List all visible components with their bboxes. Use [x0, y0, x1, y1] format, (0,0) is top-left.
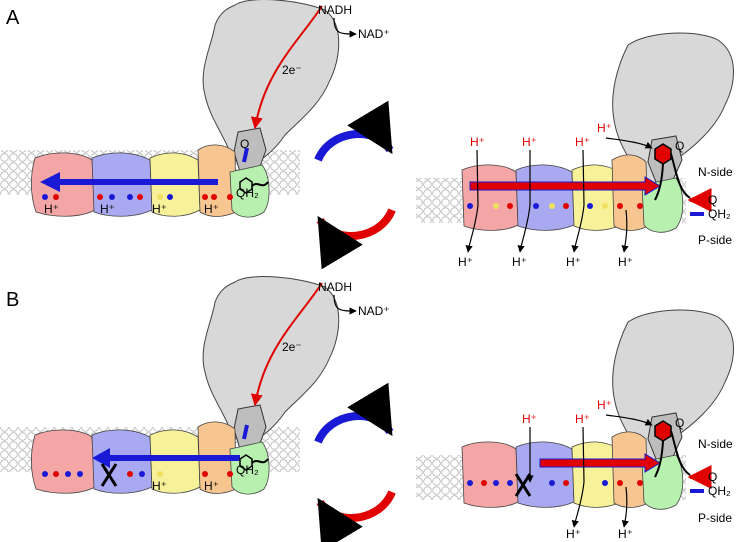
quinone-tail [251, 458, 269, 464]
residue-dots [42, 194, 233, 200]
hydrophilic-arm [202, 0, 340, 166]
cycle-arrows-icon [314, 100, 396, 270]
conformational-wave-arrow [539, 453, 661, 473]
panel-b: B NADH NAD⁺ 2e⁻ QH₂ [0, 276, 734, 542]
nadh-label: NADH [318, 3, 352, 17]
qh2-legend: QH₂ [708, 207, 731, 221]
conformational-wave-arrow [469, 176, 661, 196]
subunit-proton-1: H⁺ [152, 479, 167, 493]
bottom-proton-2: H⁺ [512, 255, 527, 269]
top-proton-3: H⁺ [575, 135, 590, 149]
quinone-tail [654, 153, 691, 201]
panel-letter-b: B [6, 289, 19, 311]
block-x-icon [100, 463, 118, 487]
quinone-hexagon-icon [239, 177, 253, 194]
p-side-label: P-side [698, 233, 732, 247]
electrons-label: 2e⁻ [282, 63, 302, 77]
residue-dots [467, 203, 643, 209]
quinone-tail [251, 181, 269, 187]
subunit-blue [515, 164, 575, 231]
quinone-hexagon-icon [654, 420, 672, 442]
proton-pathways [526, 414, 653, 528]
top-proton-3: H⁺ [597, 398, 612, 412]
conformational-wave-arrow [92, 448, 240, 468]
nad-label: NAD⁺ [358, 304, 390, 318]
electron-transfer-arrow [250, 5, 323, 130]
q-legend: Q [708, 193, 717, 207]
subunit-pink [461, 441, 519, 508]
q-label: Q [240, 137, 249, 151]
bottom-proton-3: H⁺ [566, 255, 581, 269]
p-side-label: P-side [698, 511, 732, 525]
quinone-hexagon-icon [654, 143, 672, 165]
electron-transfer-arrow [250, 282, 323, 407]
subunit-proton-4: H⁺ [204, 202, 219, 216]
nadh-label: NADH [318, 280, 352, 294]
nadh-oxidation-arrow [333, 17, 357, 38]
quinone-tail [654, 430, 691, 478]
subunit-pink [30, 429, 96, 494]
bottom-proton-4: H⁺ [618, 255, 633, 269]
proton-pathways [465, 137, 653, 253]
panel-letter-a: A [6, 7, 20, 29]
left-module-a: NADH NAD⁺ 2e⁻ Q QH₂ H⁺ H⁺ H⁺ H⁺ [0, 0, 390, 218]
residue-dots [467, 480, 643, 486]
subunit-proton-3: H⁺ [152, 202, 167, 216]
top-proton-2: H⁺ [522, 135, 537, 149]
nad-label: NAD⁺ [358, 27, 390, 41]
q-label: Q [675, 416, 684, 430]
subunit-proton-2: H⁺ [100, 202, 115, 216]
left-module-b: NADH NAD⁺ 2e⁻ QH₂ H⁺ H⁺ [0, 276, 390, 495]
residue-dots [42, 471, 233, 477]
top-proton-4: H⁺ [597, 121, 612, 135]
qh2-legend: QH₂ [708, 484, 731, 498]
cycle-arrows-icon [314, 382, 396, 542]
quinone-hexagon-icon [239, 454, 253, 471]
subunit-pink [461, 164, 519, 231]
subunit-proton-1: H⁺ [44, 202, 59, 216]
nadh-oxidation-arrow [333, 294, 357, 315]
n-side-label: N-side [698, 437, 733, 451]
conformational-wave-arrow [40, 172, 218, 192]
n-side-label: N-side [698, 165, 733, 179]
top-proton-2: H⁺ [575, 412, 590, 426]
right-module-b: Q H⁺ H⁺ H⁺ H⁺ H⁺ [416, 309, 734, 541]
electrons-label: 2e⁻ [282, 340, 302, 354]
q-label: Q [675, 139, 684, 153]
right-module-a: Q H⁺ H⁺ H⁺ H⁺ H⁺ H⁺ H⁺ H⁺ [416, 32, 734, 269]
quinone-descent-arrow [242, 424, 249, 440]
top-proton-1: H⁺ [470, 135, 485, 149]
bottom-proton-1: H⁺ [458, 255, 473, 269]
bottom-proton-2: H⁺ [618, 527, 633, 541]
panel-a: A NADH NAD⁺ 2e⁻ Q QH₂ [0, 0, 734, 270]
top-proton-1: H⁺ [522, 412, 537, 426]
bottom-proton-1: H⁺ [566, 527, 581, 541]
subunit-proton-2: H⁺ [204, 479, 219, 493]
quinone-descent-arrow [242, 147, 249, 163]
q-legend: Q [708, 470, 717, 484]
subunit-blue [515, 441, 575, 508]
